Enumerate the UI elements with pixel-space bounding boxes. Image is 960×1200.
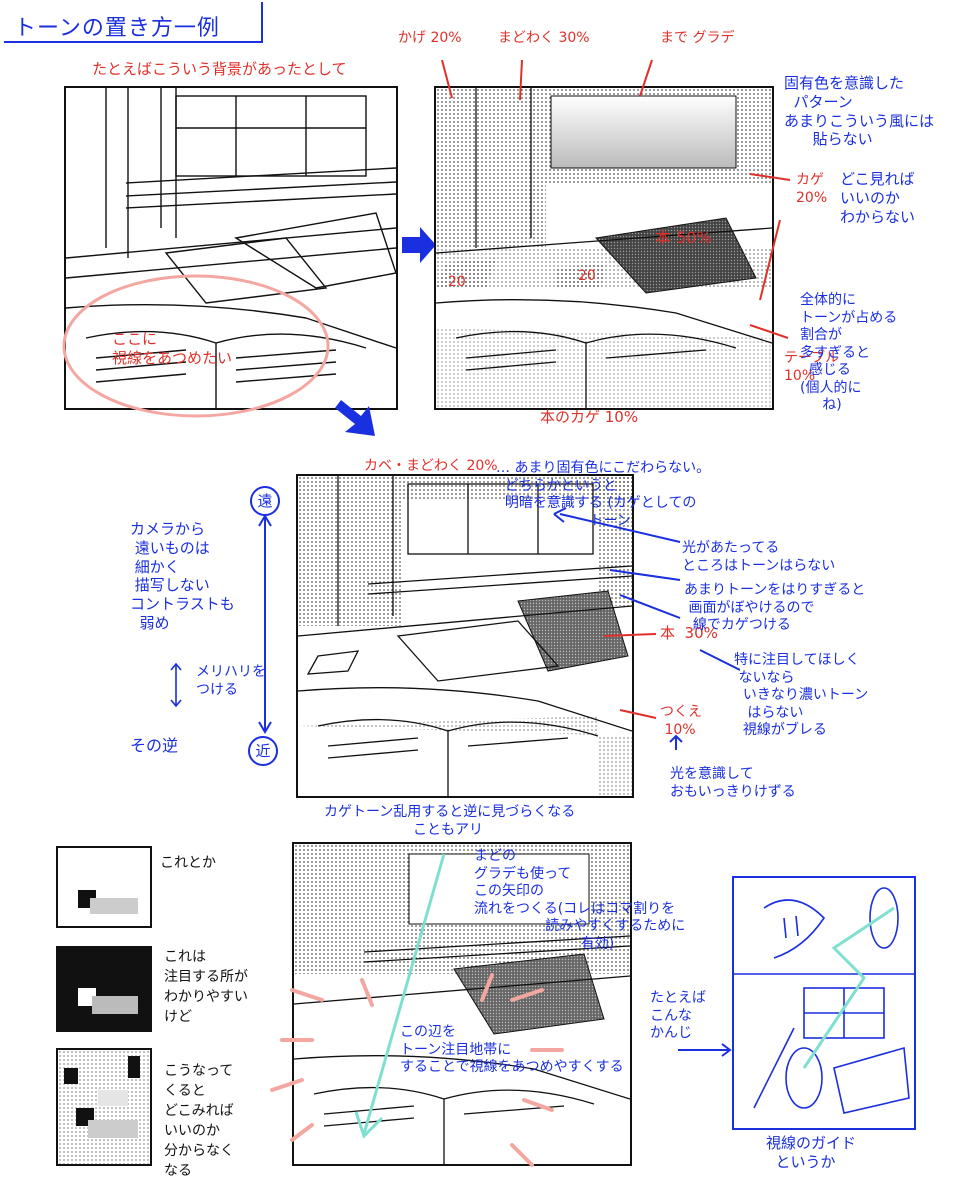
label-20b: 20 (578, 268, 596, 284)
label-book-30: 本 30% (660, 624, 718, 642)
thumb1-art (78, 890, 138, 914)
example-sketch-art (734, 887, 914, 1114)
panel2-artwork (436, 88, 772, 408)
leader-lines-panel3 (603, 633, 657, 719)
label-gradation: まで グラデ (660, 30, 735, 46)
panel1-caption: たとえばこういう背景があったとして (92, 60, 347, 78)
focus-burst-lines (270, 973, 564, 1167)
label-table-10: テーブル 10% (784, 350, 840, 384)
leader-lines-right (749, 173, 791, 339)
note-no-local-color: … あまり固有色にこだわらない。 どちらかというと 明暗を意識する (カゲとして… (496, 460, 711, 529)
note-light-bold: 光を意識して おもいっきりけずる (670, 766, 796, 800)
panel-1 (64, 86, 398, 410)
example-arrow (678, 1043, 732, 1057)
warning-note: カゲトーン乱用すると逆に見づらくなる こともアリ (324, 804, 576, 838)
example-caption: 視線のガイド というか (766, 1134, 857, 1171)
thumb2-caption: これは 注目する所が わかりやすい けど (164, 949, 248, 1025)
label-shadow-top: かげ 20% (398, 30, 462, 46)
panel1-artwork (66, 88, 396, 408)
panel-2 (434, 86, 774, 410)
label-book-shadow: 本のカゲ 10% (540, 408, 639, 426)
title-underline (4, 2, 263, 43)
thumb3-art (58, 1050, 150, 1164)
note-pattern: 固有色を意識した パターン あまりこういう風には 貼らない (784, 74, 935, 149)
panel3-artwork (298, 476, 632, 796)
note-light-hit: 光があたってる ところはトーンはらない (682, 540, 836, 574)
leader-lines-top (441, 59, 653, 101)
note-opposite: その逆 (130, 736, 179, 755)
note-where-look: どこ見れば いいのか わからない (840, 170, 916, 226)
blue-arrows-panel3 (553, 507, 740, 750)
far-marker: 遠 (250, 486, 280, 516)
note-not-focus: 特に注目してほしく ないなら いきなり濃いトーン はらない 視線がブレる (734, 652, 869, 738)
thumb-2 (56, 946, 152, 1032)
panel-3 (296, 474, 634, 798)
far-near-axis (258, 514, 272, 734)
focus-note: ここに 視線をあつめたい (112, 330, 233, 367)
right-arrow-icon (402, 227, 436, 263)
thumb1-caption: これとか (160, 855, 216, 871)
panel4-artwork (294, 844, 630, 1164)
label-frame-30: まどわく 30% (498, 30, 590, 46)
thumb3-caption: こうなって くると どこみれば いいのか 分からなく なる (164, 1063, 234, 1179)
page-title: トーンの置き方一例 (14, 16, 220, 41)
focus-ellipse (62, 274, 330, 418)
panel-4 (292, 842, 632, 1166)
label-shadow-right: カゲ 20% (796, 172, 828, 206)
thumb-1 (56, 846, 152, 928)
label-desk-10: つくえ 10% (660, 704, 702, 738)
grad-note: まどの グラデも使って この矢印の 流れをつくる(コレはコマ割りを 読みやすくす… (474, 848, 686, 952)
label-20a: 20 (448, 274, 466, 290)
note-camera-far: カメラから 遠いものは 細かく 描写しない コントラストも 弱め (130, 520, 235, 632)
down-arrow-icon (335, 400, 375, 436)
note-too-much: 全体的に トーンが占める 割合が 多すぎると 感じる (個人的に ね) (800, 292, 898, 413)
note-too-much-tone: あまりトーンをはりすぎると 画面がぼやけるので 線でカゲつける (684, 582, 866, 633)
example-note: たとえば こんな かんじ (650, 990, 706, 1041)
contrast-arrow (170, 662, 182, 708)
label-wall-frame: カベ・まどわく 20% (364, 458, 498, 474)
thumb2-art (78, 988, 138, 1014)
label-book-50: 本 50% (655, 228, 712, 247)
near-marker: 近 (248, 736, 278, 766)
thumb-3 (56, 1048, 152, 1166)
example-sketch (732, 876, 916, 1130)
note-contrast: メリハリを つける (196, 664, 266, 698)
eye-guide-note: この辺を トーン注目地帯に することで視線をあつめやすくする (400, 1024, 624, 1075)
